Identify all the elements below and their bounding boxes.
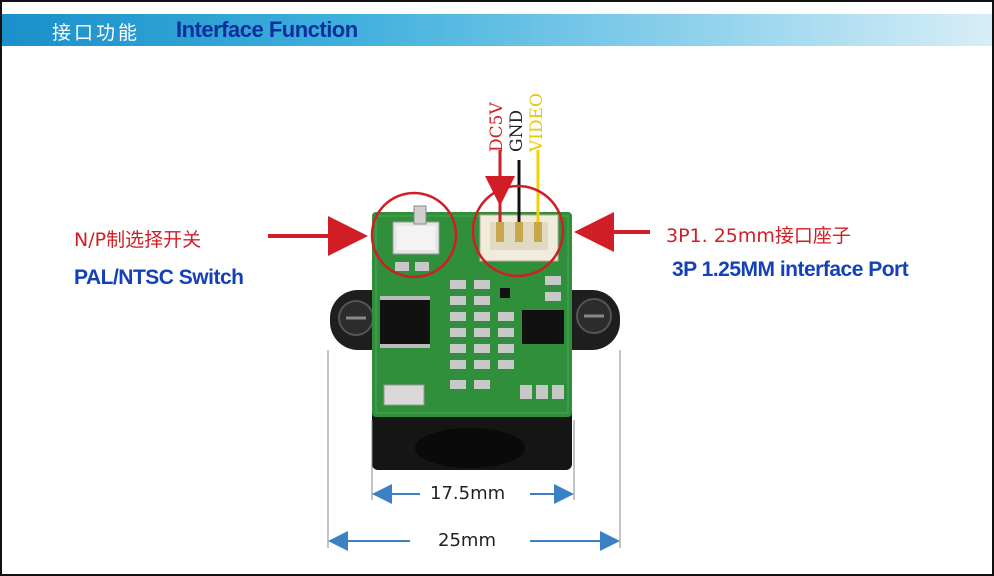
header-bar [0, 14, 994, 46]
header-title-cn: 接口功能 [52, 22, 141, 44]
wire-label-gnd: GND [507, 109, 527, 152]
lens-housing [372, 400, 572, 470]
switch-label-cn: N/P制选择开关 [74, 229, 202, 251]
pcb-board [372, 212, 572, 417]
switch-label-en: PAL/NTSC Switch [74, 266, 244, 289]
connector-highlight-circle [471, 184, 565, 278]
ic-chip [380, 300, 430, 344]
port-label-en: 3P 1.25MM interface Port [672, 258, 909, 281]
ic-chip-right [522, 310, 564, 344]
dimension-inner-label: 17.5mm [430, 483, 506, 504]
3p-connector [479, 214, 559, 262]
header-title-en: Interface Function [176, 17, 358, 42]
switch-highlight-circle [370, 191, 458, 279]
oscillator [383, 384, 425, 406]
wire-label-dc5v: DC5V [487, 102, 507, 152]
np-slide-switch [392, 205, 440, 255]
port-label-cn: 3P1. 25mm接口座子 [666, 225, 851, 247]
wire-label-video: VIDEO [527, 93, 547, 152]
dimension-outer-label: 25mm [438, 530, 496, 551]
